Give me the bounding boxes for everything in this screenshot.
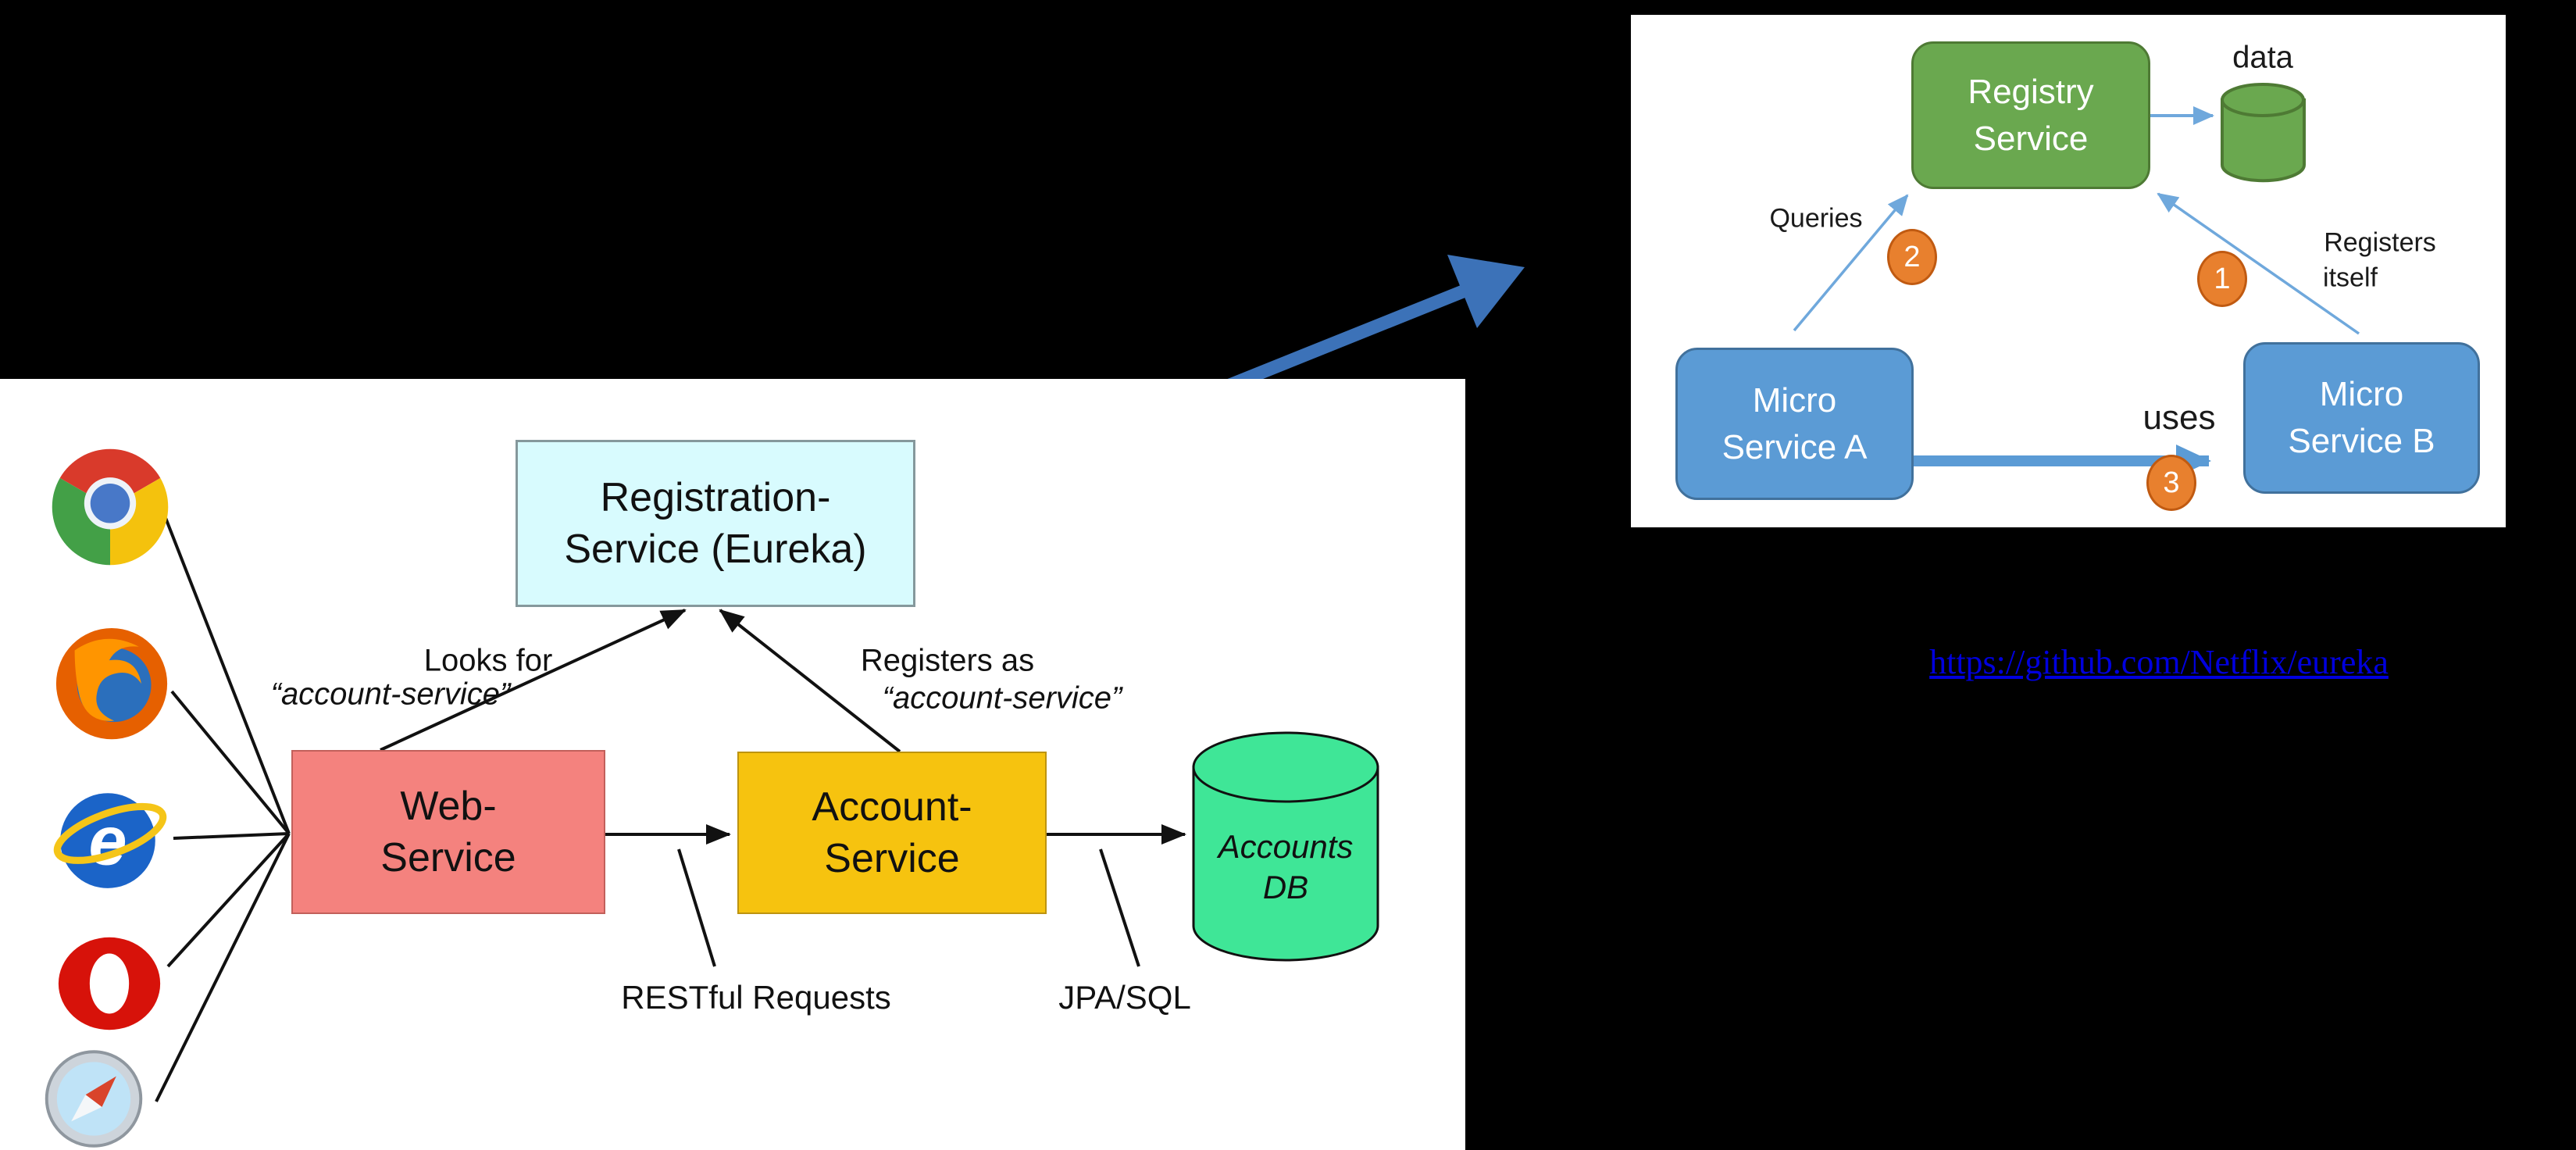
registration-service-line1: Registration- [600, 475, 831, 520]
account-service-line2: Service [824, 836, 960, 881]
step-2-badge: 2 [1887, 229, 1937, 285]
micro-service-b-line1: Micro [2319, 375, 2404, 413]
step-1-badge: 1 [2197, 251, 2247, 307]
internet-explorer-icon: e [45, 779, 175, 898]
web-service-node: Web- Service [291, 750, 605, 914]
step-3-badge: 3 [2146, 455, 2196, 511]
registry-connector-lines [1793, 83, 2360, 477]
chrome-icon [48, 445, 172, 569]
micro-service-a-line2: Service A [1721, 427, 1868, 466]
registration-service-node: Registration- Service (Eureka) [516, 440, 915, 607]
registry-service-line1: Registry [1968, 72, 2094, 111]
web-service-line2: Service [380, 835, 516, 880]
service-arrows [380, 609, 1186, 967]
accounts-db-line1: Accounts [1218, 828, 1354, 865]
opera-icon [47, 926, 172, 1041]
looks-for-label: Looks for [423, 643, 553, 678]
queries-arrow [1793, 194, 1909, 332]
eureka-concept-panel: Registry Service Micro Service A Micro S… [1631, 15, 2506, 527]
accounts-db-line2: DB [1262, 869, 1309, 905]
micro-service-a-line1: Micro [1752, 380, 1837, 420]
registry-service-line2: Service [1973, 119, 2089, 158]
registry-service-node: Registry Service [1911, 41, 2150, 189]
registration-service-line2: Service (Eureka) [564, 527, 867, 572]
uses-label: uses [2143, 398, 2216, 437]
accounts-db-cylinder [1192, 731, 1379, 962]
registers-as-label: Registers as [860, 643, 1035, 678]
queries-label: Queries [1769, 203, 1863, 234]
restful-requests-label: RESTful Requests [621, 979, 891, 1016]
eureka-github-link[interactable]: https://github.com/Netflix/eureka [1929, 643, 2389, 681]
connector-lines [155, 503, 1379, 1102]
account-service-node: Account- Service [737, 752, 1047, 914]
data-cylinder [2221, 83, 2306, 183]
micro-service-a-node: Micro Service A [1675, 348, 1914, 500]
firefox-icon [48, 620, 175, 743]
registers-itself-label-line1: Registers [2324, 227, 2436, 258]
safari-icon [39, 1048, 148, 1150]
micro-service-b-line2: Service B [2288, 422, 2435, 460]
jpa-sql-label: JPA/SQL [1058, 979, 1191, 1016]
registers-itself-label-line2: itself [2323, 262, 2378, 293]
accounts-db-label: Accounts DB [1218, 827, 1354, 908]
account-service-line1: Account- [812, 784, 972, 830]
data-label: data [2232, 40, 2293, 75]
micro-service-b-node: Micro Service B [2243, 342, 2480, 494]
registers-itself-arrow [2157, 192, 2360, 335]
microservices-architecture-panel: e Registration- Service (Eureka) Web- [0, 379, 1465, 1150]
looks-for-service-label: “account-service” [270, 677, 511, 712]
web-service-line1: Web- [400, 784, 497, 829]
registers-as-service-label: “account-service” [882, 680, 1122, 716]
browser-connector-lines [155, 503, 291, 1102]
